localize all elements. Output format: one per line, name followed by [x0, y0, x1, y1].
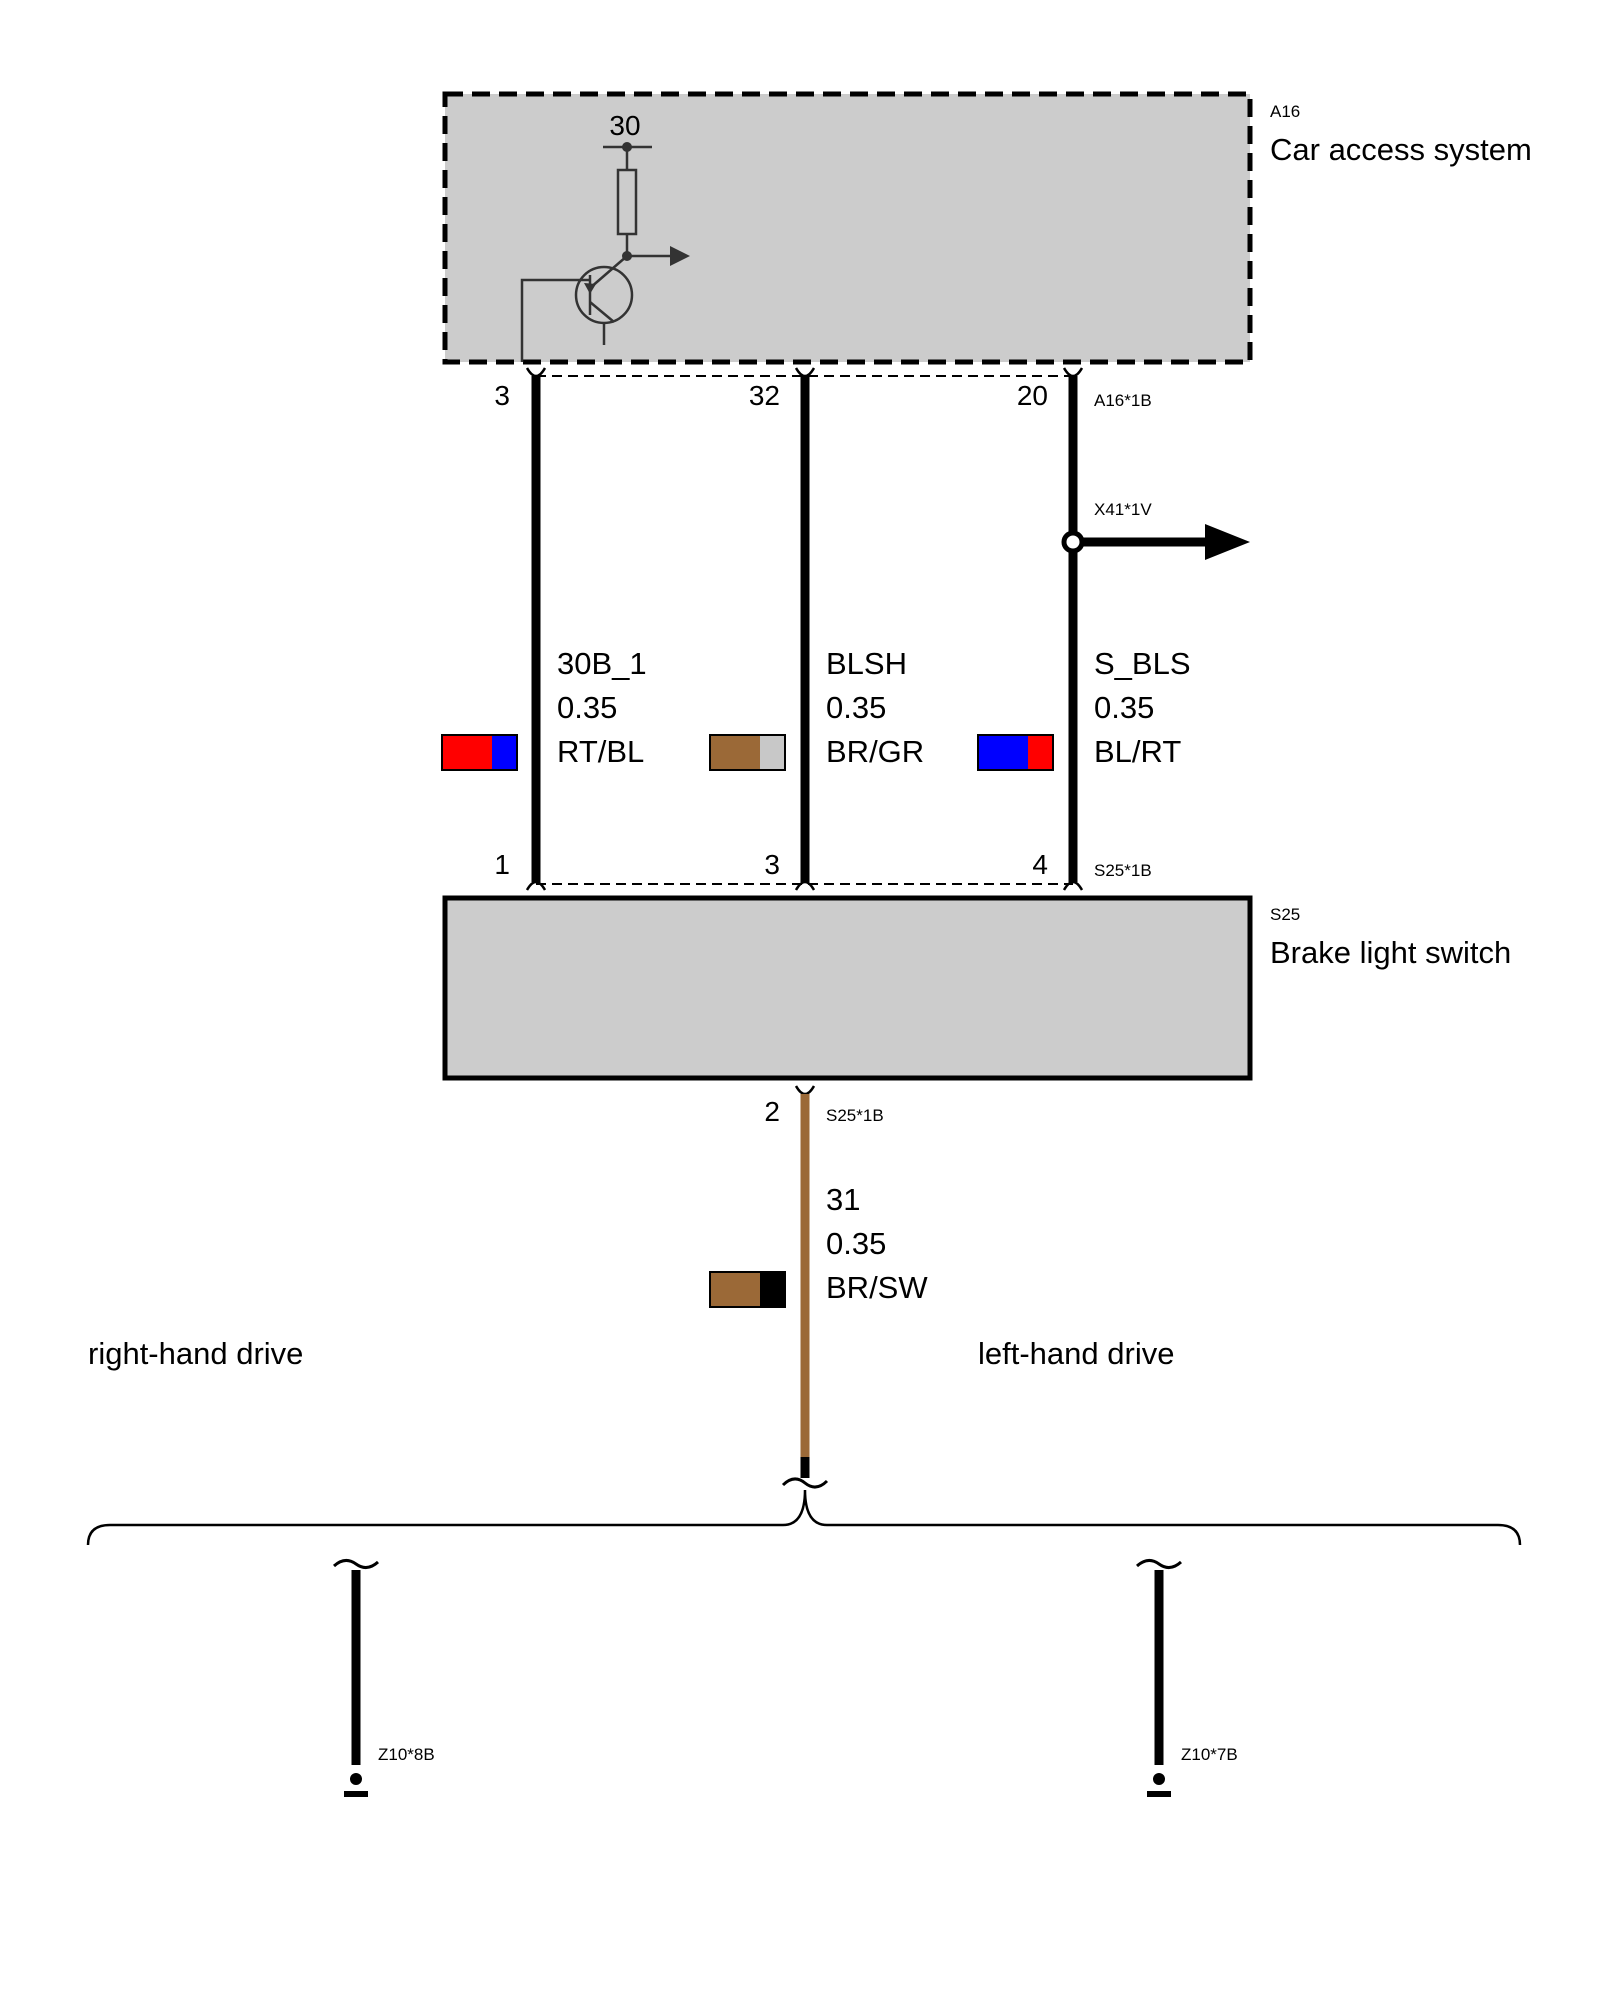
- wire-30b-1: [525, 367, 547, 891]
- a16-pin-3: 3: [494, 380, 510, 411]
- svg-text:RT/BL: RT/BL: [557, 734, 644, 769]
- x41-label: X41*1V: [1094, 500, 1152, 519]
- s25-bottom-connector-label: S25*1B: [826, 1106, 884, 1125]
- svg-text:30B_1: 30B_1: [557, 646, 647, 681]
- color-swatch-br-sw: [709, 1271, 786, 1308]
- s25-pin-3: 3: [764, 849, 780, 880]
- svg-text:0.35: 0.35: [1094, 690, 1154, 725]
- wire-label-s-bls: S_BLS 0.35 BL/RT: [977, 646, 1191, 771]
- terminal-30-node: [622, 142, 632, 152]
- svg-text:0.35: 0.35: [826, 690, 886, 725]
- module-a16-id: A16: [1270, 102, 1300, 121]
- module-a16-name: Car access system: [1270, 132, 1532, 167]
- a16-pin-20: 20: [1017, 380, 1048, 411]
- ground-rhd-icon: [344, 1791, 368, 1797]
- variant-left-hand-drive: left-hand drive: [978, 1336, 1174, 1371]
- ground-lhd-node: [1153, 1773, 1165, 1785]
- s25-pin-4: 4: [1032, 849, 1048, 880]
- module-a16: A16 Car access system 30: [442, 91, 1532, 365]
- output-arrow-icon: [670, 246, 690, 266]
- connector-s25-1b-top: 1 3 4 S25*1B: [494, 849, 1152, 885]
- a16-pin-32: 32: [749, 380, 780, 411]
- svg-text:BLSH: BLSH: [826, 646, 907, 681]
- ground-rhd-node: [350, 1773, 362, 1785]
- transistor-output-node: [622, 251, 632, 261]
- ground-lhd-label: Z10*7B: [1181, 1745, 1238, 1764]
- a16-connector-label: A16*1B: [1094, 391, 1152, 410]
- color-swatch-br-gr: [709, 734, 786, 771]
- svg-text:BL/RT: BL/RT: [1094, 734, 1181, 769]
- s25-pin-2: 2: [764, 1096, 780, 1127]
- color-swatch-rt-bl: [441, 734, 518, 771]
- module-s25-name: Brake light switch: [1270, 935, 1511, 970]
- ground-rhd: Z10*8B: [332, 1559, 435, 1797]
- svg-text:0.35: 0.35: [826, 1226, 886, 1261]
- variant-right-hand-drive: right-hand drive: [88, 1336, 303, 1371]
- s25-top-connector-label: S25*1B: [1094, 861, 1152, 880]
- wire-31: 2 S25*1B: [764, 1085, 884, 1489]
- wire-label-blsh: BLSH 0.35 BR/GR: [709, 646, 924, 771]
- svg-text:BR/GR: BR/GR: [826, 734, 924, 769]
- svg-text:BR/SW: BR/SW: [826, 1270, 928, 1305]
- ground-lhd: Z10*7B: [1135, 1559, 1238, 1797]
- svg-text:31: 31: [826, 1182, 860, 1217]
- module-s25-box: [442, 895, 1253, 1081]
- branch-x41-1v: X41*1V: [1061, 500, 1250, 560]
- terminal-30-label: 30: [609, 110, 640, 141]
- splice-node: [1061, 530, 1085, 554]
- branch-arrow-icon: [1205, 524, 1250, 560]
- variant-bracket: [86, 1489, 1522, 1546]
- module-s25: S25 Brake light switch: [442, 895, 1511, 1081]
- wire-s-bls: [1062, 367, 1084, 891]
- transistor-circuit-icon: [520, 145, 670, 362]
- ground-rhd-label: Z10*8B: [378, 1745, 435, 1764]
- emitter-arrow-icon: [584, 283, 596, 294]
- connector-a16-1b: 3 32 20 A16*1B: [494, 375, 1152, 411]
- color-swatch-bl-rt: [977, 734, 1054, 771]
- module-a16-box: [442, 91, 1253, 365]
- module-s25-id: S25: [1270, 905, 1300, 924]
- svg-text:0.35: 0.35: [557, 690, 617, 725]
- ground-lhd-icon: [1147, 1791, 1171, 1797]
- wire-blsh: [794, 367, 816, 891]
- wire-label-31: 31 0.35 BR/SW: [709, 1182, 928, 1308]
- wire-label-30b-1: 30B_1 0.35 RT/BL: [441, 646, 647, 771]
- s25-pin-1: 1: [494, 849, 510, 880]
- svg-text:S_BLS: S_BLS: [1094, 646, 1191, 681]
